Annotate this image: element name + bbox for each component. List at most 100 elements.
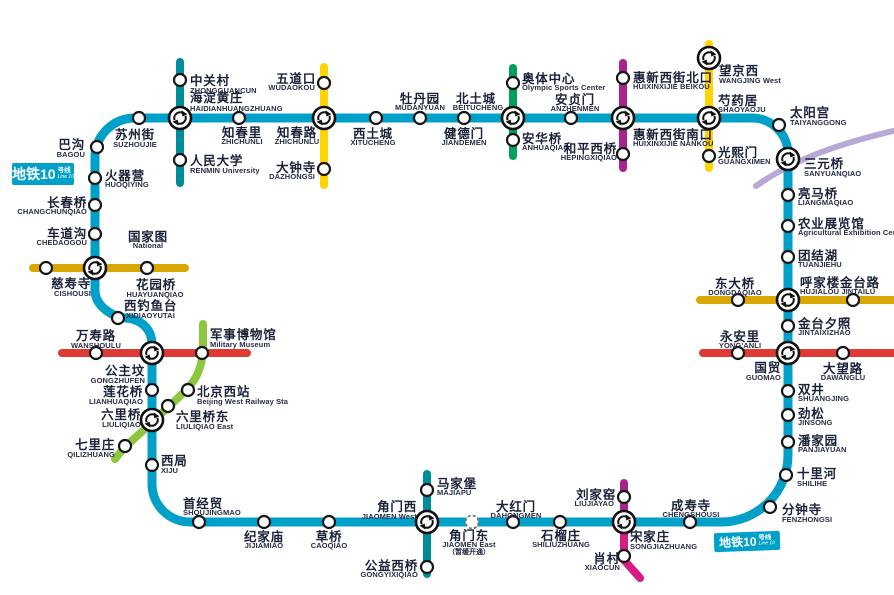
station-label-xidiaoyutai: 西钓鱼台: [124, 298, 177, 313]
station-dot: [616, 489, 632, 505]
station-dot: [730, 345, 746, 361]
station-majiapu: [419, 482, 435, 498]
line10-badge-main-text: 地铁10: [12, 166, 56, 182]
station-labels: 巴沟BAGOU苏州街SUZHOUJIE海淀黄庄HAIDIANHUANGZHUAN…: [17, 63, 894, 579]
station-beijing-west-railway: [180, 382, 196, 398]
station-label-chedaogou: CHEDAOGOU: [37, 238, 88, 247]
line10-badge-sub-en: Line 10: [758, 540, 776, 547]
transfer-arrow-icon: [510, 115, 520, 125]
transfer-arrowhead: [780, 301, 787, 308]
station-label-changchunqiao: 长春桥: [47, 195, 87, 210]
station-label-gongzhufen: 公主坟: [105, 363, 145, 378]
station-shiliuzhuang: [552, 514, 568, 530]
station-dot: [144, 457, 160, 473]
station-changchunqiao: [87, 197, 103, 213]
transfer-arrowhead: [701, 59, 708, 66]
station-label-anhuaqiao: ANHUAQIAO: [522, 143, 569, 152]
station-label-olympic-sports-center: Olympic Sports Center: [522, 83, 605, 92]
station-dot: [505, 514, 521, 530]
line10-badge-east: 地铁10 号线 Line 10: [713, 530, 781, 553]
station-lianhuaqiao: [144, 382, 160, 398]
station-wanshoulu: [88, 345, 104, 361]
station-suzhoujie: [131, 110, 147, 126]
station-label-liangmaqiao: LIANGMAQIAO: [798, 198, 853, 207]
station-label-anzhenmen: ANZHENMEN: [551, 104, 600, 113]
station-label-shuangjing: 双井: [797, 382, 825, 397]
transfer-arrowhead: [616, 523, 623, 530]
transfer-arrow-icon: [702, 111, 712, 121]
station-dot: [552, 514, 568, 530]
transfer-arrowhead: [172, 119, 179, 126]
station-label-dawanglu: 大望路: [823, 361, 863, 376]
station-label-bagou: BAGOU: [57, 150, 85, 159]
station-label-hujialou-jintailu: 呼家楼金台路: [800, 275, 880, 290]
station-chedaogou: [87, 226, 103, 242]
station-label-dahongmen: 大红门: [496, 499, 536, 514]
station-agricultural-exhibition-center: [780, 218, 796, 234]
station-label-military-museum: 军事博物馆: [210, 327, 277, 342]
station-label-shilihe: 十里河: [797, 466, 837, 481]
transfer-arrowhead: [144, 421, 151, 428]
transfer-arrowhead: [153, 345, 160, 352]
station-label-fenzhongsi: 分钟寺: [782, 502, 822, 517]
station-gongzhufen: [139, 340, 165, 366]
station-qilizhuang: [117, 438, 133, 454]
transfer-arrow-icon: [317, 111, 327, 121]
station-zhichunli: [231, 110, 247, 126]
station-label-shoujingmao: SHOUJINGMAO: [183, 508, 241, 517]
station-liangmaqiao: [780, 187, 796, 203]
station-label-liujiayao: LIUJIAYAO: [574, 499, 614, 508]
station-label-jintaixizhao: JINTAIXIZHAO: [798, 328, 851, 337]
station-dot: [780, 187, 796, 203]
station-label-dongdaqiao: 东大桥: [715, 276, 755, 291]
station-dot: [835, 345, 851, 361]
transfer-arrowhead: [624, 110, 631, 117]
national-library-label: National: [133, 241, 163, 250]
station-dot: [110, 310, 126, 326]
station-label-gongyixiqiao: 公益西桥: [365, 558, 418, 573]
station-mudanyuan: [412, 110, 428, 126]
transfer-arrowhead: [181, 110, 188, 117]
station-dot: [762, 499, 778, 515]
station-label-shoujingmao: 首经贸: [183, 496, 223, 511]
station-label-gongzhufen: GONGZHUFEN: [91, 376, 145, 385]
station-label-jijiamiao: 纪家庙: [244, 529, 284, 544]
transfer-arrowhead: [325, 110, 332, 117]
station-chengshousi: [682, 514, 698, 530]
station-dot: [256, 514, 272, 530]
station-label-shiliuzhuang: SHILIUZHUANG: [532, 540, 590, 549]
transfer-arrowhead: [780, 160, 787, 167]
station-guangximen: [701, 148, 717, 164]
station-label-sanyuanqiao: 三元桥: [804, 156, 844, 171]
station-dot: [131, 110, 147, 126]
station-dot: [194, 345, 210, 361]
station-label-jinsong: JINSONG: [798, 418, 833, 427]
station-label-zhongguancun: ZHONGGUANCUN: [190, 86, 257, 95]
station-anhuaqiao: [505, 132, 521, 148]
station-label-zhichunli: ZHICHUNLI: [221, 137, 262, 146]
station-dot: [160, 398, 176, 414]
station-label-chengshousi: 成寿寺: [671, 498, 711, 513]
station-hepingxiqiao: [615, 146, 631, 162]
station-dot: [419, 559, 435, 575]
station-label-liuliqiao-east: LIULIQIAO East: [176, 422, 234, 431]
station-label-wangjing-west: WANGJING West: [719, 76, 781, 85]
station-label-guangximen: 光熙门: [717, 145, 758, 160]
station-haidianhuangzhuang: [167, 105, 193, 131]
station-dot: [231, 110, 247, 126]
airport-express-line: [753, 128, 894, 189]
station-label-liuliqiao-east: 六里桥东: [176, 409, 229, 424]
station-dot: [780, 383, 796, 399]
station-shuangjing: [780, 383, 796, 399]
station-label-agricultural-exhibition-center: 农业展览馆: [797, 216, 865, 231]
interchange-icon: [311, 105, 337, 131]
station-label-panjiayuan: PANJIAYUAN: [798, 445, 847, 454]
interchange-icon: [775, 340, 801, 366]
station-label-yonganli: YONG'ANLI: [719, 341, 761, 350]
station-label-majiapu: MAJIAPU: [437, 488, 471, 497]
station-label-jiandemen: 健德门: [444, 126, 484, 141]
station-label-taiyanggong: 太阳宫: [790, 105, 830, 120]
station-anzhenmen: [563, 110, 579, 126]
station-zhichunlu: [311, 105, 337, 131]
